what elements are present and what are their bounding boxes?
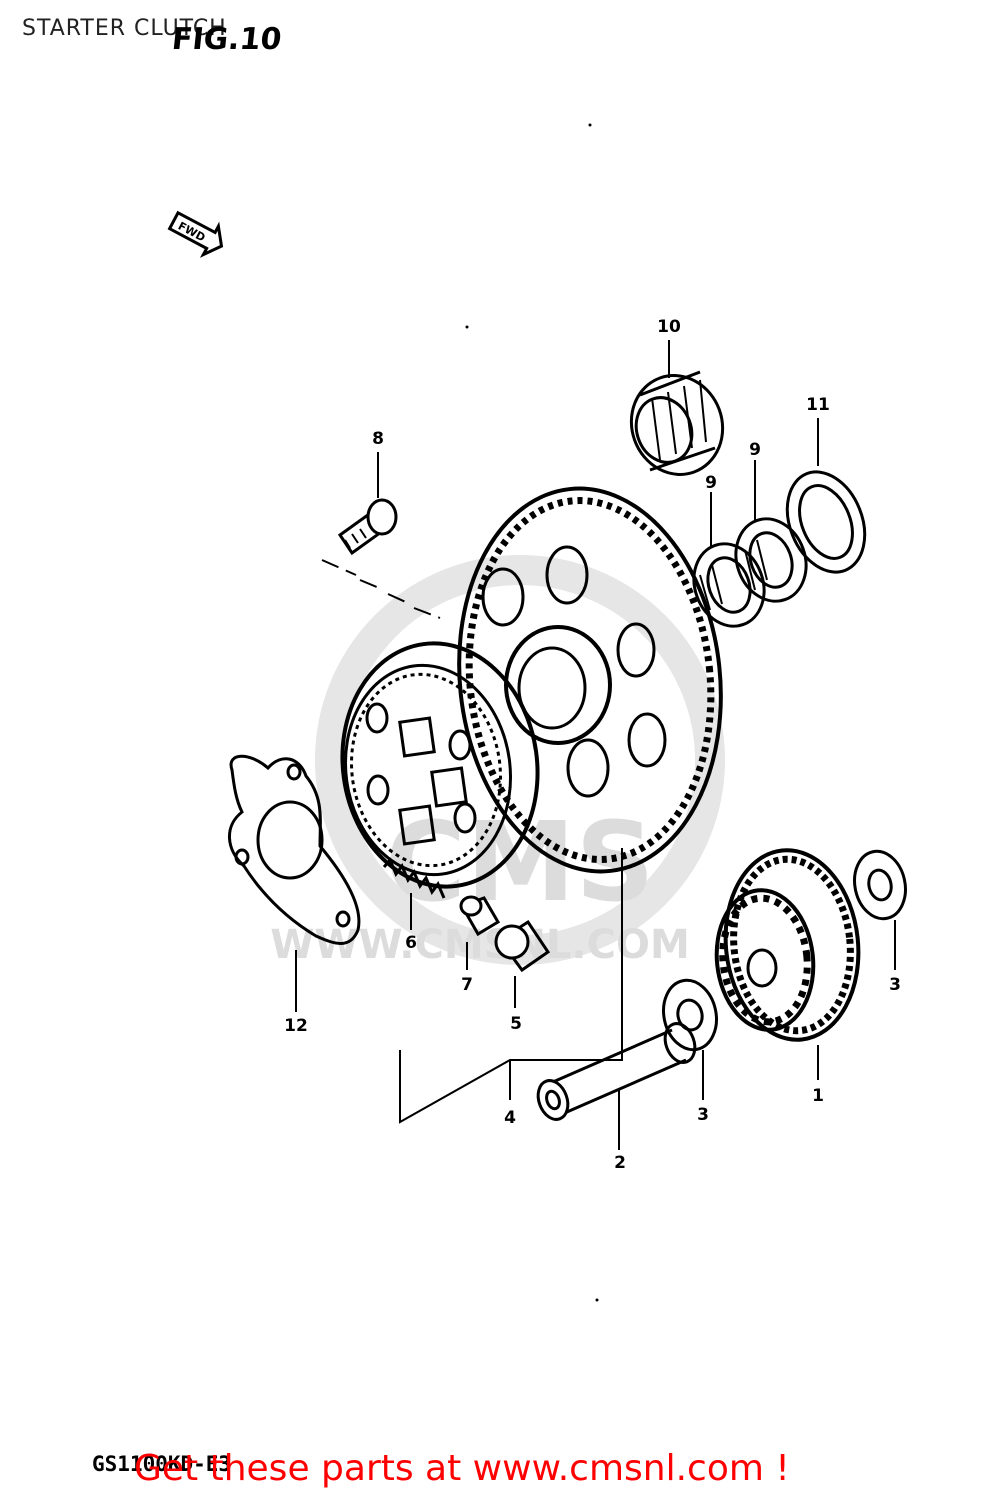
callouts: 10 11 9 9 8 6 7 5 12 4 2 3 3 1 xyxy=(284,317,901,1173)
spring-cap xyxy=(459,895,501,937)
callout-5: 5 xyxy=(510,1014,522,1034)
washer-lower xyxy=(662,978,718,1052)
thrust-washer xyxy=(785,470,867,574)
callout-12: 12 xyxy=(284,1016,308,1036)
clutch-plate xyxy=(228,754,361,945)
promo-link[interactable]: Get these parts at www.cmsnl.com ! xyxy=(134,1448,790,1489)
callout-3-right: 3 xyxy=(889,975,901,995)
leader-lines xyxy=(295,340,896,1150)
idle-gear-shaft xyxy=(536,1022,697,1121)
fwd-arrow-icon: FWD xyxy=(167,210,224,258)
callout-9b: 9 xyxy=(705,473,717,493)
watermark-url: WWW.CMSNL.COM xyxy=(270,922,690,968)
clutch-roller xyxy=(494,919,551,973)
callout-3-lower: 3 xyxy=(697,1105,709,1125)
callout-4: 4 xyxy=(504,1108,516,1128)
callout-7: 7 xyxy=(461,975,473,995)
idle-gear xyxy=(714,848,861,1042)
bolt xyxy=(337,498,398,556)
model-code: GS1100KD-E3 xyxy=(92,1452,232,1476)
callout-1: 1 xyxy=(812,1086,824,1106)
washer-right xyxy=(853,849,907,921)
needle-bearing-pair xyxy=(692,517,808,628)
spring xyxy=(382,857,446,899)
one-way-clutch-housing xyxy=(340,641,540,889)
callout-10: 10 xyxy=(657,317,681,337)
page-title: STARTER CLUTCH xyxy=(22,16,227,41)
watermark-logo: CMS xyxy=(385,798,654,926)
callout-6: 6 xyxy=(405,933,417,953)
callout-2: 2 xyxy=(614,1153,626,1173)
callout-8: 8 xyxy=(372,429,384,449)
callout-11: 11 xyxy=(806,395,830,415)
needle-bearing-large xyxy=(629,370,725,476)
starter-clutch-gear xyxy=(457,486,723,874)
callout-9a: 9 xyxy=(749,440,761,460)
